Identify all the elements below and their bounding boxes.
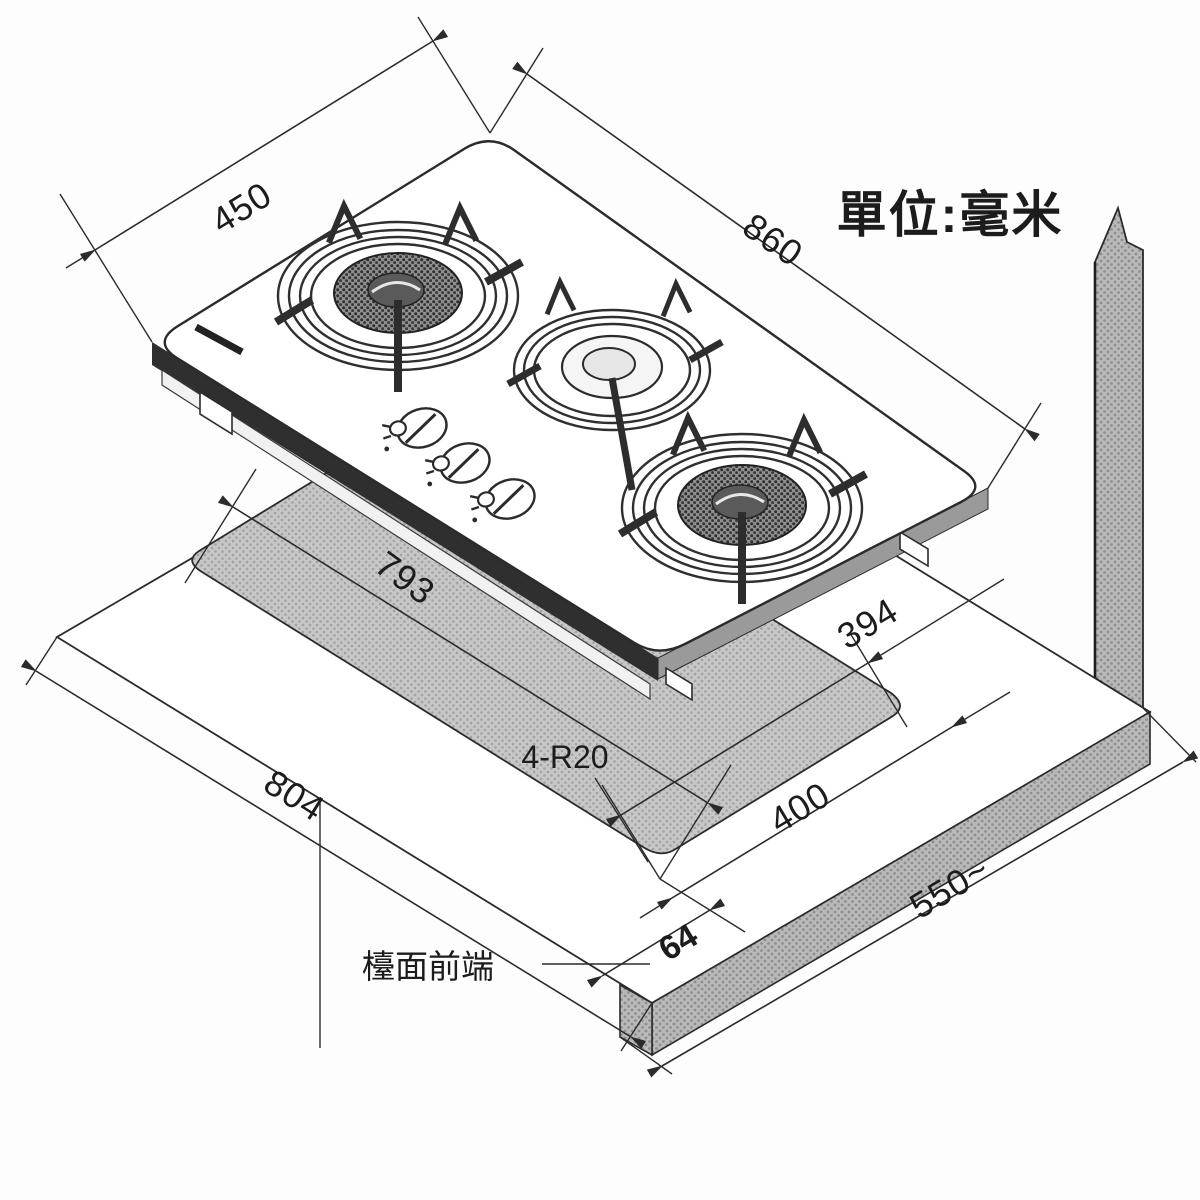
burner-cap-center bbox=[582, 347, 636, 381]
control-knob bbox=[381, 407, 448, 452]
dimension-line bbox=[586, 898, 726, 988]
dimension-overshoot bbox=[65, 249, 96, 269]
dimension-line bbox=[646, 750, 1199, 1078]
extension-line bbox=[59, 193, 153, 343]
dimension-overshoot bbox=[951, 691, 1011, 728]
mounting-tab-left bbox=[199, 390, 233, 436]
dimension-line bbox=[20, 659, 647, 1049]
dimension-line bbox=[512, 61, 1040, 442]
dimension-overshoot bbox=[867, 578, 1005, 664]
dimension-64 bbox=[586, 878, 746, 988]
unit-label: 單位:毫米 bbox=[837, 187, 1064, 243]
knob-stem bbox=[388, 420, 407, 437]
brand-logo-mark bbox=[194, 323, 244, 356]
dimension-550 bbox=[619, 707, 1199, 1078]
dimension-860 bbox=[489, 47, 1042, 489]
wall-panel bbox=[1094, 205, 1144, 710]
hob-casing-strip bbox=[161, 368, 651, 701]
burner-cap-highlight bbox=[715, 493, 765, 506]
wall-section bbox=[1093, 205, 1144, 710]
control-knob bbox=[424, 442, 491, 487]
control-knobs bbox=[381, 407, 536, 523]
front-edge-label: 檯面前端 bbox=[362, 948, 494, 985]
control-knob bbox=[469, 478, 536, 523]
knob-stem bbox=[431, 455, 450, 472]
burner-cap-highlight bbox=[371, 281, 421, 294]
dimension-450 bbox=[59, 16, 491, 343]
mounting-tab-front bbox=[665, 666, 693, 702]
burner-large-right bbox=[617, 410, 868, 604]
mounting-tab-right bbox=[899, 530, 929, 568]
hob-front-edge-band bbox=[152, 342, 658, 681]
dimension-line bbox=[79, 29, 449, 262]
knob-stem bbox=[476, 491, 495, 508]
corner-radius-leader bbox=[594, 777, 649, 863]
corner-radius-label: 4-R20 bbox=[521, 739, 608, 775]
